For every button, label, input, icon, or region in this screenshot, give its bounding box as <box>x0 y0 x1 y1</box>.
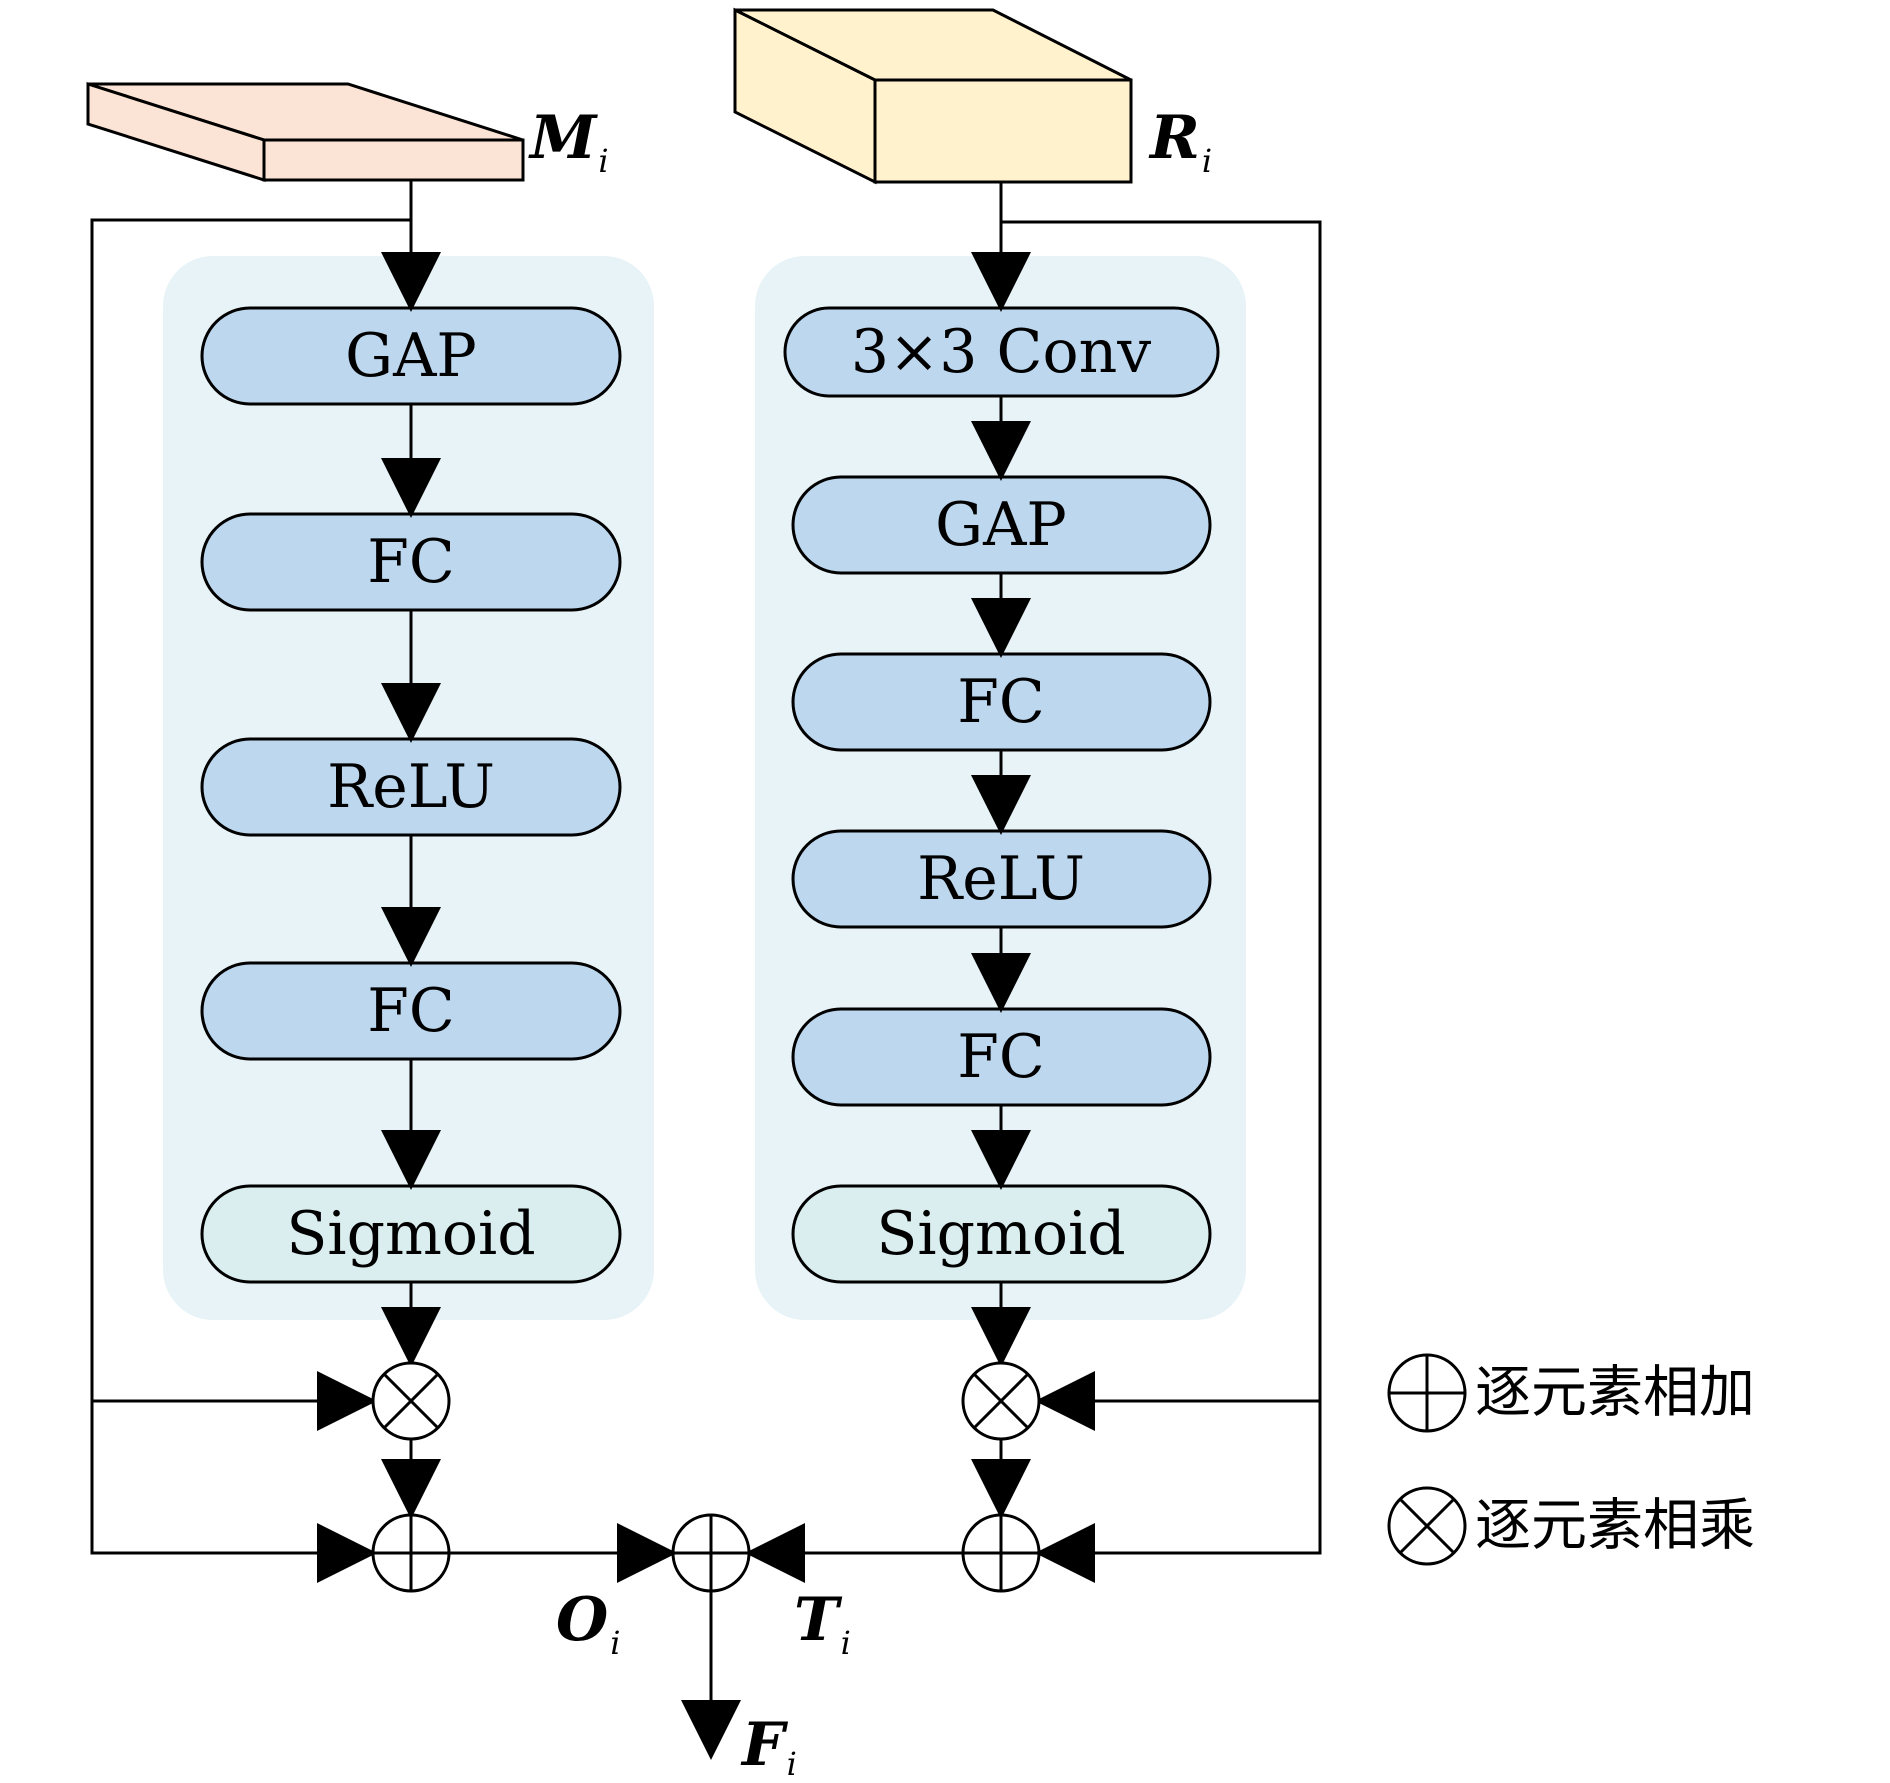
input-label-m: Mi <box>528 103 609 180</box>
svg-text:ReLU: ReLU <box>917 844 1085 914</box>
svg-text:FC: FC <box>957 1022 1045 1092</box>
svg-text:ReLU: ReLU <box>327 752 495 822</box>
skip-connections <box>90 218 1322 1583</box>
right-block-relu: ReLU <box>791 829 1212 929</box>
right-block-fc-1: FC <box>791 652 1212 752</box>
svg-text:FC: FC <box>367 527 455 597</box>
right-block-fc-2: FC <box>791 1007 1212 1107</box>
left-block-sigmoid: Sigmoid <box>200 1184 622 1284</box>
output-label-f: Fi <box>740 1710 797 1783</box>
svg-text:Sigmoid: Sigmoid <box>286 1199 535 1269</box>
output-label-t: Ti <box>794 1585 851 1662</box>
right-block-gap: GAP <box>791 475 1212 575</box>
left-add-operator <box>371 1513 451 1593</box>
legend-multiply-label: 逐元素相乘 <box>1475 1494 1755 1559</box>
svg-text:FC: FC <box>367 976 455 1046</box>
input-tensor-m <box>86 81 525 183</box>
left-block-fc-1: FC <box>200 512 622 612</box>
right-add-operator <box>961 1513 1041 1593</box>
input-tensor-r <box>733 7 1133 185</box>
svg-text:3×3 Conv: 3×3 Conv <box>851 317 1151 387</box>
input-label-r: Ri <box>1148 103 1212 180</box>
right-multiply-operator <box>961 1361 1041 1441</box>
right-block-sigmoid: Sigmoid <box>791 1184 1212 1284</box>
legend-add-label: 逐元素相加 <box>1475 1361 1755 1426</box>
svg-text:GAP: GAP <box>345 321 477 391</box>
left-block-gap: GAP <box>200 306 622 406</box>
svg-text:FC: FC <box>957 667 1045 737</box>
right-block-conv: 3×3 Conv <box>783 306 1220 398</box>
center-add-operator <box>671 1513 751 1593</box>
merge-arrows <box>449 1523 963 1760</box>
left-block-fc-2: FC <box>200 961 622 1061</box>
output-label-o: Oi <box>556 1585 621 1662</box>
svg-text:GAP: GAP <box>935 490 1067 560</box>
legend-add-icon <box>1387 1353 1467 1433</box>
left-block-relu: ReLU <box>200 737 622 837</box>
left-multiply-operator <box>371 1361 451 1441</box>
legend-multiply-icon <box>1387 1486 1467 1566</box>
svg-text:Sigmoid: Sigmoid <box>876 1199 1125 1269</box>
